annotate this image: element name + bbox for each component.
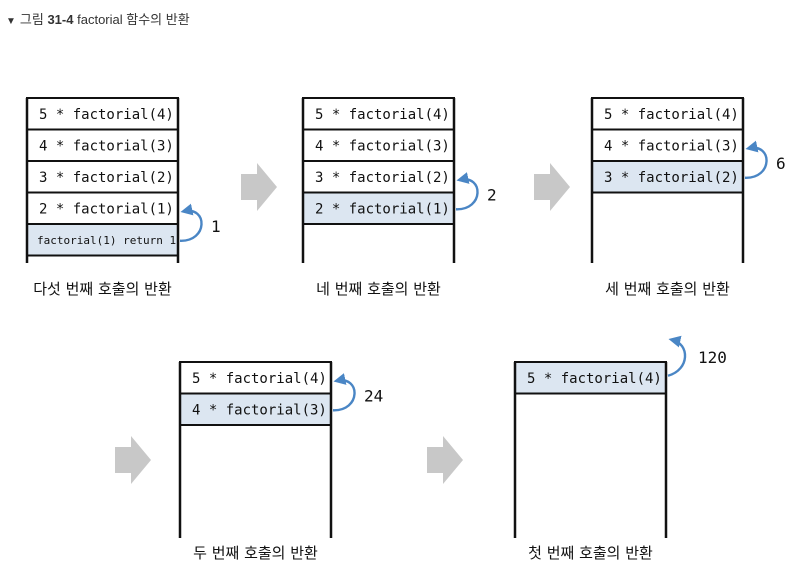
stack-frame-text: 5 * factorial(4) <box>192 371 327 387</box>
caption-number: 31-4 <box>47 12 74 27</box>
next-step-arrow-icon <box>115 436 151 484</box>
return-arrow-icon <box>667 335 687 377</box>
stack-caption: 두 번째 호출의 반환 <box>193 544 318 562</box>
stack-caption: 네 번째 호출의 반환 <box>316 280 441 298</box>
stack-frame-text: 4 * factorial(3) <box>315 138 450 154</box>
stack-frame-text: 3 * factorial(2) <box>39 170 174 186</box>
return-arrow-icon <box>332 373 356 412</box>
stack-frame-text: 4 * factorial(3) <box>604 138 739 154</box>
stack-caption: 첫 번째 호출의 반환 <box>528 544 653 562</box>
return-arrow-icon <box>455 172 479 211</box>
return-arrow-icon <box>179 203 203 242</box>
caption-prefix: 그림 <box>19 12 44 27</box>
call-stack-5: 5 * factorial(4) 첫 번째 호출의 반환 120 <box>513 335 727 562</box>
stack-caption: 다섯 번째 호출의 반환 <box>33 280 172 298</box>
call-stack-4: 5 * factorial(4) 4 * factorial(3) 두 번째 호출의… <box>178 361 383 562</box>
return-arrow-icon <box>744 140 768 179</box>
caption-triangle-icon: ▼ <box>6 16 16 27</box>
caption-text: factorial 함수의 반환 <box>77 12 190 27</box>
stack-frame-text: 5 * factorial(4) <box>39 107 174 123</box>
return-value: 6 <box>776 154 786 173</box>
stack-frame-text: 5 * factorial(4) <box>527 371 662 387</box>
stack-frame <box>591 97 744 131</box>
stack-frame-text: 3 * factorial(2) <box>315 170 450 186</box>
next-step-arrow-icon <box>534 163 570 211</box>
call-stack-2: 5 * factorial(4) 4 * factorial(3) 3 * fact… <box>301 97 497 298</box>
figure-caption: ▼그림 31-4 factorial 함수의 반환 <box>6 9 190 28</box>
stack-caption: 세 번째 호출의 반환 <box>605 280 730 298</box>
next-step-arrow-icon <box>427 436 463 484</box>
stack-frame-text: 5 * factorial(4) <box>604 107 739 123</box>
stack-frame-text: factorial(1) return 1 <box>37 234 176 247</box>
return-value: 24 <box>364 387 383 406</box>
return-value: 2 <box>487 186 497 205</box>
stack-frame <box>179 361 332 395</box>
stack-frame-text: 2 * factorial(1) <box>315 201 450 217</box>
stack-frame-text: 4 * factorial(3) <box>39 138 174 154</box>
call-stack-3: 5 * factorial(4) 4 * factorial(3) 3 * fact… <box>590 97 786 298</box>
return-value: 1 <box>211 217 221 236</box>
stack-frame-text: 3 * factorial(2) <box>604 170 739 186</box>
return-value: 120 <box>698 348 727 367</box>
next-step-arrow-icon <box>241 163 277 211</box>
call-stack-1: 5 * factorial(4) 4 * factorial(3) 3 * fact… <box>25 97 221 298</box>
stack-frame-text: 2 * factorial(1) <box>39 201 174 217</box>
stack-frame-text: 5 * factorial(4) <box>315 107 450 123</box>
stack-frame-text: 4 * factorial(3) <box>192 402 327 418</box>
